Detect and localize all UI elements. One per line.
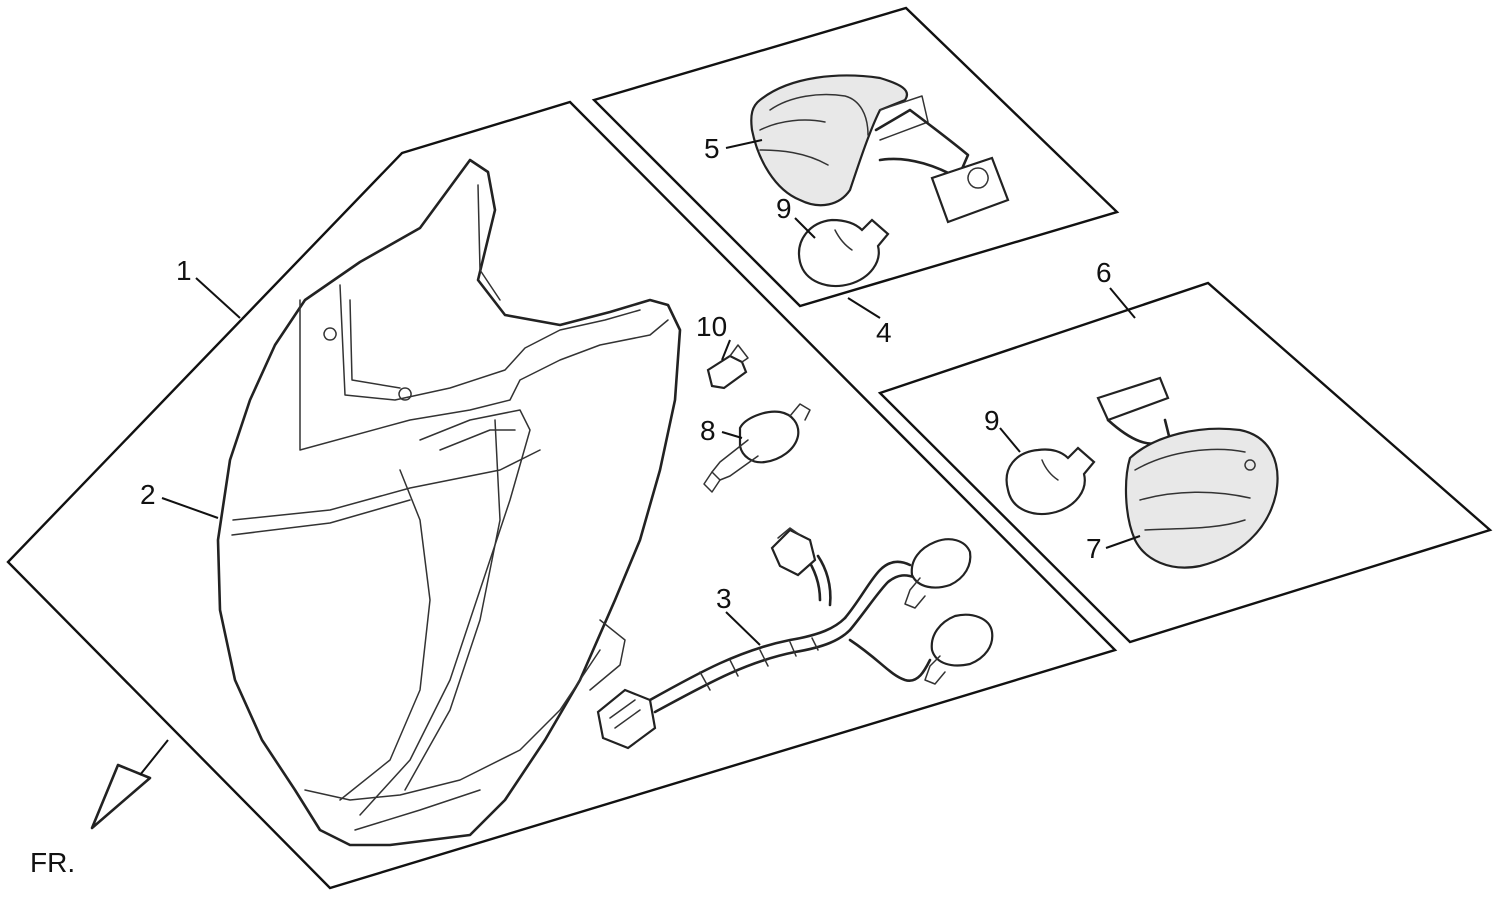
winker-bulb-lower [1005,446,1096,516]
front-direction-arrow [90,739,169,830]
callout-9-lower: 9 [984,405,1000,436]
headlight-bulb [703,403,811,493]
front-left-winker-assembly-frame [591,6,1120,308]
front-right-winker-assembly-frame [877,281,1493,644]
callout-1: 1 [176,255,192,286]
callout-10: 10 [696,311,727,342]
callout-3: 3 [716,583,732,614]
headlight-assembly-frame [6,100,1118,890]
front-right-winker [1096,376,1279,569]
callout-4: 4 [876,317,892,348]
callout-2: 2 [140,479,156,510]
leader-lines [161,139,1141,646]
front-left-winker [750,74,1010,224]
callout-6: 6 [1096,257,1112,288]
callout-7: 7 [1086,533,1102,564]
callout-5: 5 [704,133,720,164]
position-bulb [706,344,749,390]
callout-9-upper: 9 [776,193,792,224]
headlight-housing [216,158,682,847]
winker-bulb-upper [797,218,890,288]
wiring-harness [596,527,994,750]
callout-8: 8 [700,415,716,446]
front-direction-label: FR. [30,847,75,878]
